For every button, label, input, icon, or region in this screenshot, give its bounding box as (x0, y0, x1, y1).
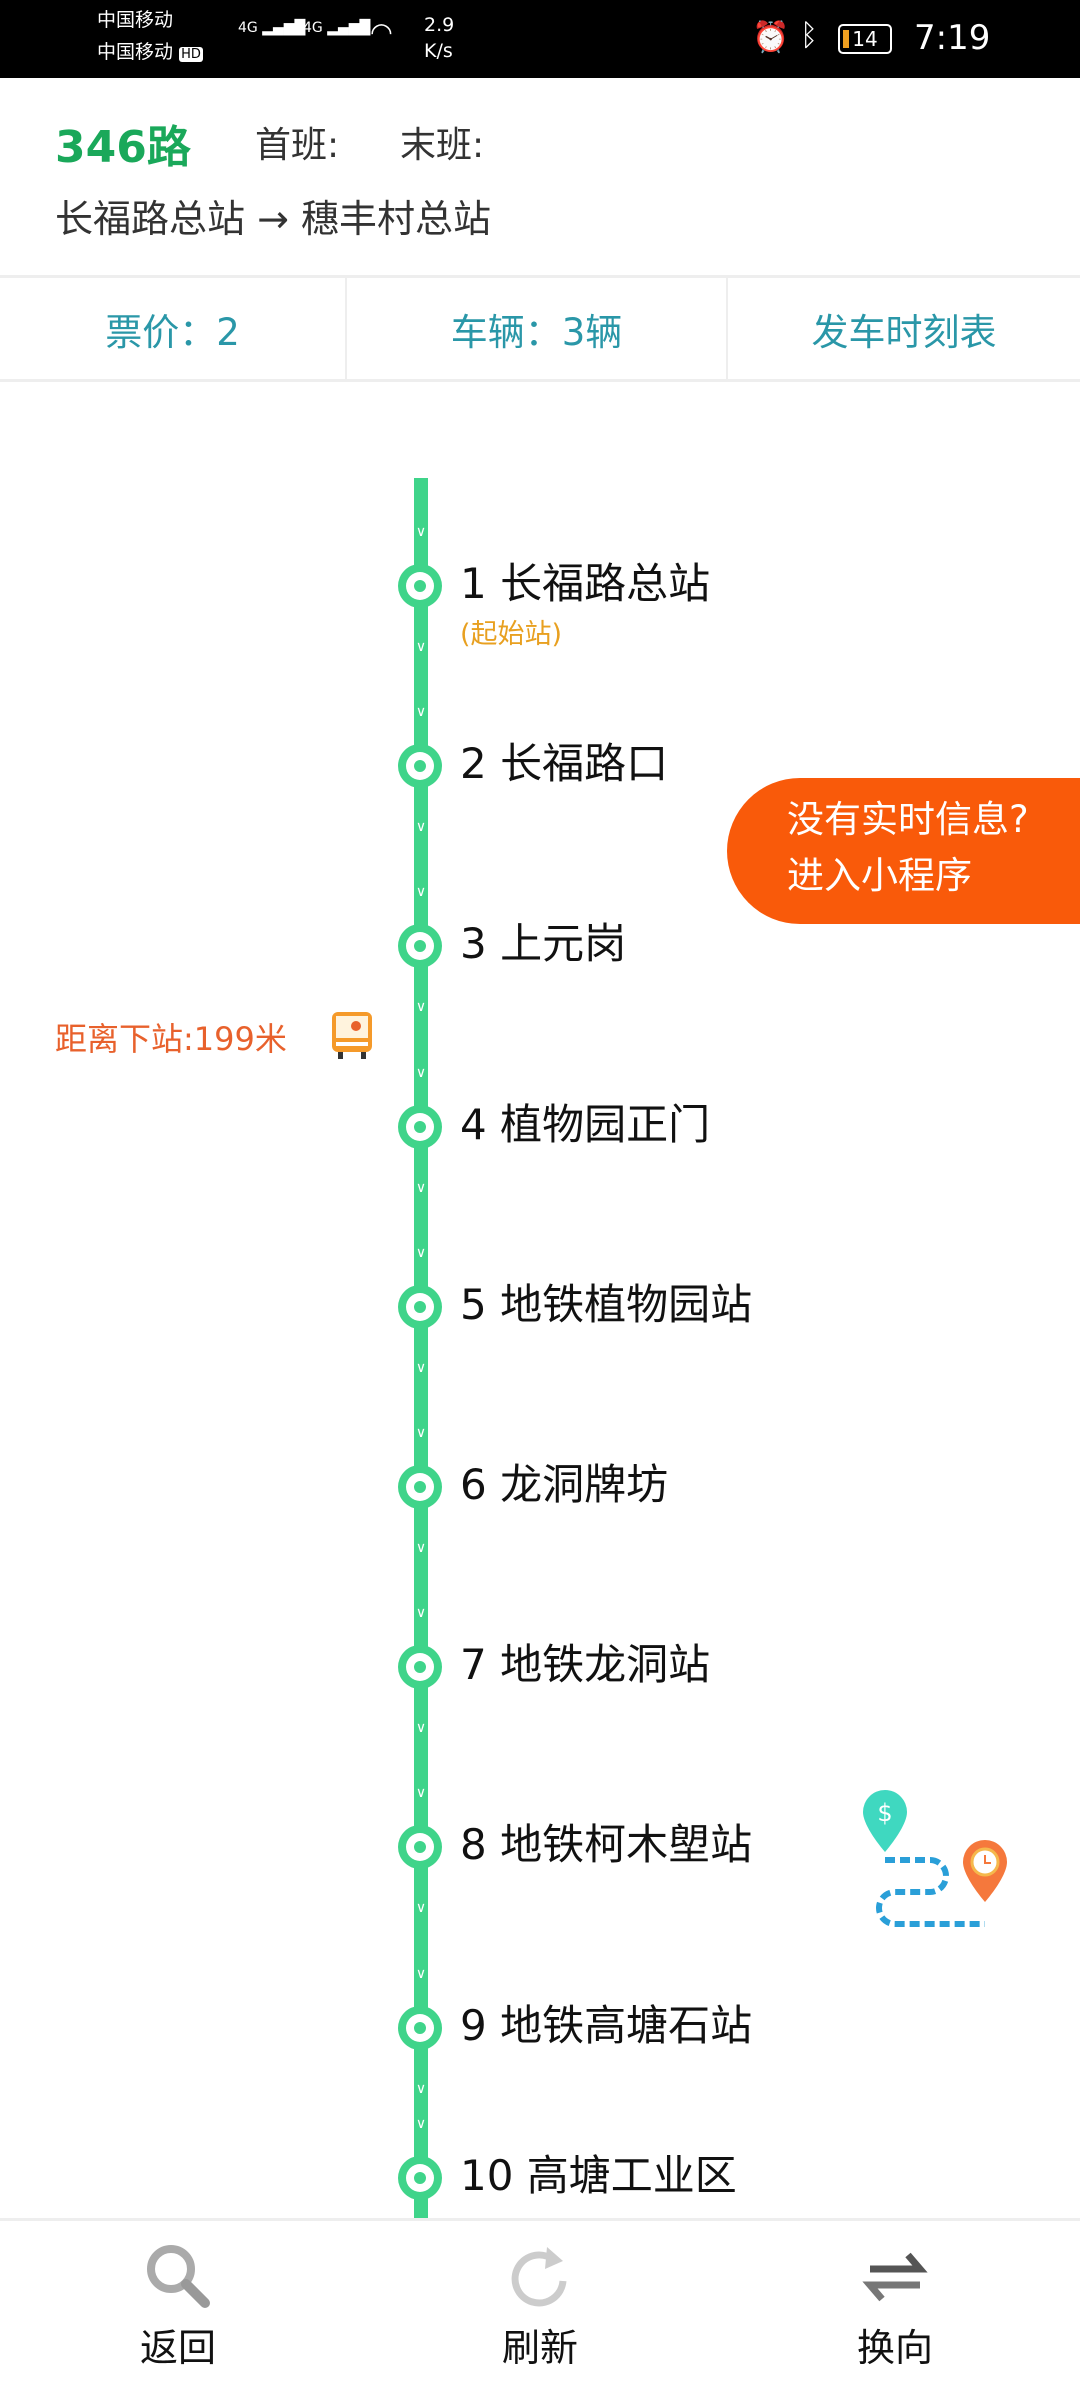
direction-chevron: ∨ (415, 1605, 427, 1622)
battery-icon: 14 (838, 24, 892, 54)
promo-line-1: 没有实时信息? (787, 798, 1029, 841)
direction-chevron: ∨ (415, 524, 427, 540)
switch-direction-label: 换向 (856, 2326, 933, 2370)
route-direction: 长福路总站 → 穗丰村总站 (55, 197, 491, 241)
wifi-icon: ◠ (370, 18, 393, 48)
clock: 7:19 (914, 18, 991, 58)
start-station-tag: (起始站) (460, 619, 563, 650)
direction-chevron: ∨ (415, 1179, 427, 1196)
timetable-button[interactable]: 发车时刻表 (811, 310, 997, 354)
route-header: 346路 首班: 末班: 长福路总站 → 穗丰村总站 (0, 78, 1080, 275)
station-marker (398, 924, 442, 969)
promo-line-2: 进入小程序 (787, 854, 972, 897)
station-marker (398, 1284, 442, 1329)
direction-chevron: ∨ (415, 1900, 427, 1917)
route-number: 346路 (55, 122, 191, 173)
station-item[interactable]: 3 上元岗 (460, 919, 627, 969)
direction-chevron: ∨ (415, 1965, 427, 1982)
direction-chevron: ∨ (415, 884, 427, 901)
station-item[interactable]: 5 地铁植物园站 (460, 1279, 753, 1329)
swap-icon (862, 2252, 928, 2302)
signal-icon-2: 4G ▂▄▆█ (303, 20, 371, 36)
search-icon (147, 2245, 210, 2308)
bluetooth-icon: ᛒ (800, 18, 818, 53)
direction-chevron: ∨ (415, 2080, 427, 2097)
switch-direction-button[interactable]: 换向 (795, 2241, 995, 2372)
refresh-icon (511, 2247, 567, 2307)
direction-chevron: ∨ (415, 1785, 427, 1802)
net-type-1: 4G (238, 20, 258, 36)
refresh-button[interactable]: 刷新 (440, 2241, 640, 2372)
speed-value: 2.9 (424, 14, 455, 36)
fare: 票价：2 (0, 278, 347, 379)
battery-level: 14 (852, 27, 878, 51)
station-marker (398, 1104, 442, 1149)
station-marker (398, 1645, 442, 1690)
back-label: 返回 (139, 2326, 216, 2370)
info-bar: 票价：2 车辆：3辆 发车时刻表 (0, 275, 1080, 382)
alarm-icon: ⏰ (752, 20, 790, 55)
carrier-2-label: 中国移动 (97, 41, 174, 63)
carrier-1: 中国移动 (97, 9, 174, 31)
station-item[interactable]: 8 地铁柯木塱站 (460, 1820, 753, 1870)
signal-icon-1: 4G ▂▄▆█ (238, 20, 306, 36)
station-marker (398, 2156, 442, 2200)
station-marker (398, 1465, 442, 1509)
bus-icon (332, 1012, 372, 1059)
station-item[interactable]: 2 长福路口 (460, 739, 669, 789)
vehicle-count[interactable]: 车辆：3辆 (347, 278, 728, 379)
station-marker (398, 744, 442, 789)
route-line (414, 478, 428, 2218)
station-marker (398, 2005, 442, 2050)
station-item[interactable]: 6 龙洞牌坊 (460, 1460, 669, 1509)
direction-chevron: ∨ (415, 2116, 427, 2132)
hd-badge: HD (179, 47, 203, 62)
station-item[interactable]: 4 植物园正门 (460, 1099, 711, 1149)
direction-chevron: ∨ (415, 1244, 427, 1261)
net-type-2: 4G (303, 20, 323, 36)
speed-unit: K/s (424, 40, 453, 62)
station-item[interactable]: 10 高塘工业区 (460, 2151, 737, 2200)
bottom-nav: 返回 刷新 换向 (0, 2218, 1080, 2400)
station-marker (398, 564, 442, 608)
direction-chevron: ∨ (415, 1425, 427, 1441)
direction-chevron: ∨ (415, 639, 427, 655)
direction-chevron: ∨ (415, 704, 427, 721)
direction-chevron: ∨ (415, 819, 427, 836)
last-bus-label: 末班: (400, 125, 485, 166)
station-marker (398, 1825, 442, 1870)
svg-text:$: $ (877, 1799, 892, 1827)
back-button[interactable]: 返回 (78, 2241, 278, 2372)
direction-chevron: ∨ (415, 1540, 427, 1556)
station-item[interactable]: 1 长福路总站 (460, 559, 711, 608)
direction-chevron: ∨ (415, 1064, 427, 1081)
refresh-label: 刷新 (501, 2326, 578, 2370)
direction-chevron: ∨ (415, 1720, 427, 1737)
station-item[interactable]: 9 地铁高塘石站 (460, 2000, 753, 2050)
carrier-2: 中国移动 HD (97, 40, 203, 67)
station-item[interactable]: 7 地铁龙洞站 (460, 1640, 711, 1690)
first-bus-label: 首班: (255, 125, 340, 166)
direction-chevron: ∨ (415, 1359, 427, 1376)
distance-to-next-stop: 距离下站:199米 (55, 1020, 287, 1058)
mini-program-button[interactable]: 没有实时信息? 进入小程序 (727, 778, 1080, 924)
direction-chevron: ∨ (415, 999, 427, 1016)
route-map-icon[interactable]: $ (860, 1785, 1025, 1940)
